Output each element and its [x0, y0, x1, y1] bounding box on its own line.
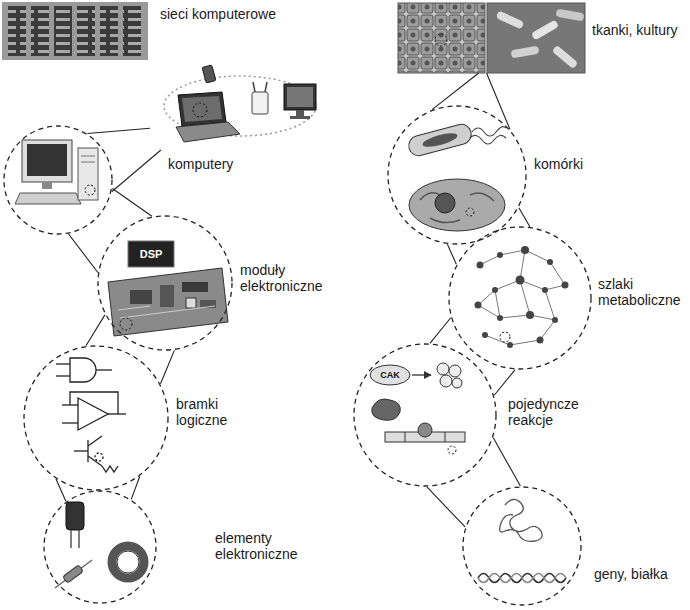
picture-group: sieci komputerowe — [150, 62, 320, 150]
dashed-circle-outline — [354, 344, 496, 486]
dashed-circle — [43, 490, 157, 604]
level-label: elementy elektroniczne — [215, 530, 305, 562]
level-label: komórki — [534, 156, 583, 172]
protein-name: CAK — [370, 367, 410, 383]
gene-protein-picture — [478, 499, 566, 582]
zoom-circle: komputery — [3, 125, 113, 235]
dashed-circle — [3, 125, 113, 235]
dashed-circle-outline — [4, 126, 112, 234]
computer-picture — [15, 140, 98, 204]
dashed-circle-outline — [98, 216, 232, 350]
dashed-circle — [387, 105, 527, 245]
level-label: tkanki, kultury — [592, 22, 678, 38]
zoom-circle: moduły elektroniczne — [97, 215, 233, 351]
reaction-picture — [370, 363, 465, 454]
dashed-circle — [353, 343, 497, 487]
dashed-circle — [23, 345, 169, 491]
zoom-lines — [427, 438, 521, 527]
zoom-circle: komórki — [387, 105, 527, 245]
dashed-circle — [462, 486, 582, 606]
dashed-circle-outline — [463, 487, 581, 605]
zoom-lines — [432, 73, 510, 129]
circuit-board-picture — [108, 241, 228, 336]
zoom-circle: elementy elektroniczne — [43, 490, 157, 604]
level-label: geny, białka — [594, 566, 668, 582]
picture-group: tkanki, kultury — [398, 3, 585, 73]
zoom-circle: geny, białka — [462, 486, 582, 606]
dashed-circle-outline — [388, 106, 526, 244]
zoom-lines — [69, 189, 152, 273]
network-picture — [164, 65, 316, 142]
level-label: bramki logiczne — [176, 396, 246, 428]
level-label: sieci komputerowe — [160, 6, 276, 22]
logic-gate-symbols — [56, 358, 126, 472]
level-label: moduły elektroniczne — [240, 262, 335, 294]
chip-marking: DSP — [128, 241, 174, 267]
pathway-network — [475, 246, 569, 348]
dashed-circle-outline — [44, 491, 156, 603]
zoom-circle: szlaki metaboliczne — [448, 226, 592, 370]
zoom-circle: pojedyncze reakcje — [353, 343, 497, 487]
level-label: komputery — [168, 156, 233, 172]
level-label: pojedyncze reakcje — [508, 396, 588, 428]
dashed-circle-outline — [24, 346, 168, 490]
server-room-photo — [2, 2, 148, 60]
dashed-circle-outline — [449, 227, 591, 369]
level-label: szlaki metaboliczne — [598, 276, 686, 308]
tissue-photo — [398, 3, 585, 73]
zoom-lines — [430, 318, 515, 395]
zoom-circle: bramki logiczne — [23, 345, 169, 491]
zoom-lines — [87, 128, 160, 191]
dashed-circle — [448, 226, 592, 370]
component-picture — [55, 502, 144, 588]
cell-picture — [407, 122, 506, 231]
dashed-circle — [97, 215, 233, 351]
